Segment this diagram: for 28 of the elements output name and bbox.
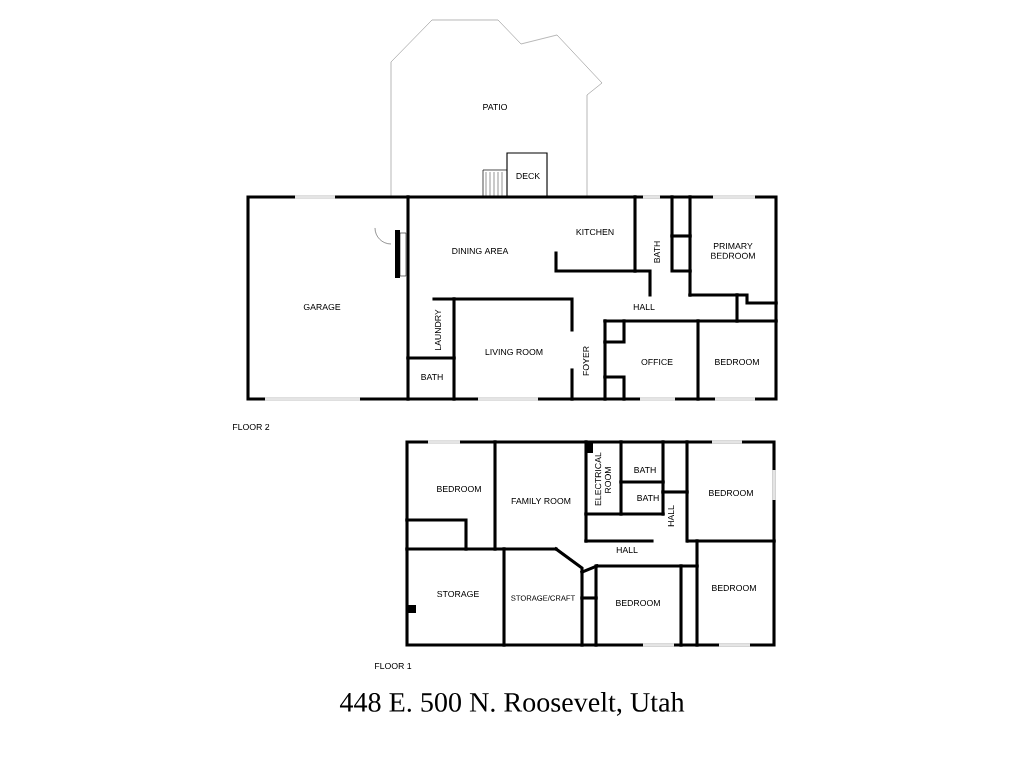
- room-label: BATH: [634, 467, 656, 473]
- room-label: HALL: [633, 304, 655, 310]
- room-label: GARAGE: [303, 303, 341, 311]
- room-label: STORAGE: [437, 590, 479, 598]
- room-label: PATIO: [483, 103, 507, 111]
- room-label: BEDROOM: [715, 358, 759, 366]
- room-label: FAMILY ROOM: [511, 497, 571, 505]
- room-label: OFFICE: [641, 358, 673, 366]
- address-title: 448 E. 500 N. Roosevelt, Utah: [339, 692, 685, 716]
- room-label: DECK: [516, 172, 540, 180]
- room-label: PRIMARY BEDROOM: [711, 243, 755, 259]
- room-label: KITCHEN: [576, 228, 614, 236]
- floor-label: FLOOR 2: [233, 423, 270, 431]
- room-label: DINING AREA: [452, 247, 509, 255]
- room-label: BATH: [421, 374, 443, 380]
- room-label: HALL: [616, 547, 638, 553]
- room-label: BEDROOM: [616, 599, 660, 607]
- room-label: HALL: [668, 505, 674, 527]
- room-label: BEDROOM: [437, 485, 481, 493]
- room-label: FOYER: [582, 346, 590, 376]
- room-label: BEDROOM: [709, 489, 753, 497]
- room-label: LAUNDRY: [434, 309, 442, 351]
- room-label: BATH: [654, 241, 660, 263]
- floor-label: FLOOR 1: [375, 662, 412, 670]
- room-label: BEDROOM: [712, 584, 756, 592]
- room-label: LIVING ROOM: [485, 348, 543, 356]
- room-label: ELECTRICAL ROOM: [595, 452, 611, 506]
- room-label: BATH: [637, 495, 659, 501]
